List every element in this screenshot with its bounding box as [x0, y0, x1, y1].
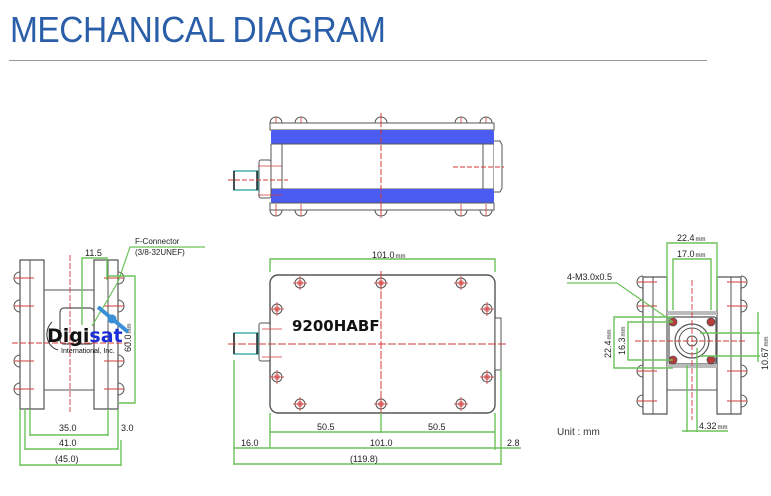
dim-inner-height: 16.3mm — [617, 326, 627, 355]
page-title: MECHANICAL DIAGRAM — [10, 9, 386, 50]
svg-text:Digisat: Digisat — [47, 325, 123, 347]
dim-overall-length: (119.8) — [350, 454, 378, 464]
dim-front-width-top: 101.0mm — [372, 250, 406, 260]
model-number: 9200HABF — [292, 317, 380, 335]
front-view: 101.0mm 9200HABF 50.5 50.5 — [228, 250, 521, 465]
left-side-view: 11.5 60.0mm F-Connector (3/8-32UNEF) 35.… — [12, 237, 205, 466]
digisat-logo: Digisat International, Inc. — [46, 305, 130, 355]
dim-body-length: 101.0 — [370, 438, 393, 448]
dim-flange: 3.0 — [121, 423, 134, 433]
dim-inner-width: 17.0mm — [677, 249, 706, 259]
dim-half-right: 50.5 — [428, 422, 446, 432]
dim-bottom-offset: 4.32mm — [699, 421, 728, 431]
dim-offset: 10.67mm — [760, 336, 770, 370]
dim-inner-width: 35.0 — [59, 423, 77, 433]
hole-spec-label: 4-M3.0x0.5 — [567, 272, 612, 282]
unit-note: Unit : mm — [557, 427, 600, 438]
dim-side-overall: (45.0) — [55, 454, 79, 464]
svg-text:International, Inc.: International, Inc. — [61, 348, 115, 355]
dim-side-height: 60.0mm — [123, 323, 133, 352]
right-side-view: 22.4mm 17.0mm 22.4mm 16.3mm 10.67mm 4.32… — [567, 233, 770, 432]
dim-outer-height: 22.4mm — [603, 329, 613, 358]
bottom-blue-band — [271, 189, 494, 203]
f-connector-label: F-Connector — [135, 237, 180, 246]
dim-side-width: 41.0 — [59, 438, 77, 448]
dim-outer-width: 22.4mm — [677, 233, 706, 243]
dim-connector-width: 11.5 — [85, 248, 102, 258]
title-divider — [9, 60, 707, 61]
dim-right-extension: 2.8 — [507, 438, 520, 448]
f-connector-spec: (3/8-32UNEF) — [135, 248, 185, 257]
top-view — [228, 113, 504, 218]
dim-half-left: 50.5 — [317, 422, 335, 432]
top-blue-band — [271, 130, 494, 144]
dim-connector-length: 16.0 — [241, 438, 259, 448]
